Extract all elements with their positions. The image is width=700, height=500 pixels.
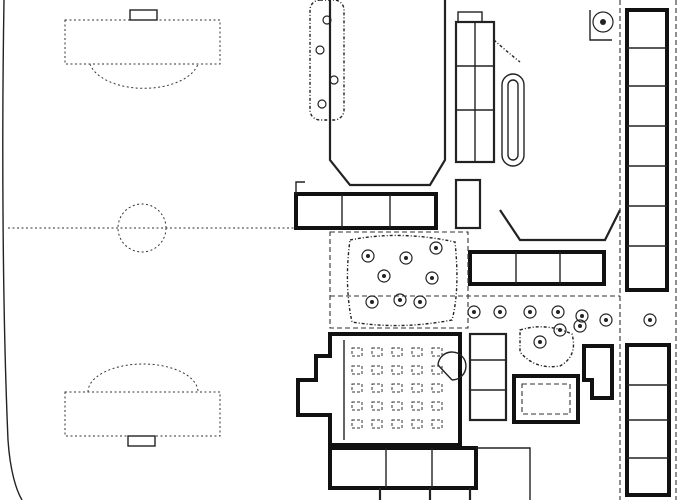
- tree-row-north: [309, 0, 345, 121]
- main-block: [294, 178, 482, 230]
- field-penalty-area-bottom: [64, 391, 221, 437]
- field-goal-top: [129, 9, 158, 21]
- assembly-hall-columns: [351, 347, 443, 429]
- hall-column: [431, 365, 443, 375]
- playing-field: [2, 0, 298, 500]
- tree: [425, 271, 439, 285]
- hall-column: [411, 419, 423, 429]
- tree: [329, 75, 339, 85]
- chapel-building: [512, 374, 580, 424]
- tree: [467, 305, 481, 319]
- hall-column: [391, 383, 403, 393]
- south-wing-building: [328, 446, 478, 490]
- hedge-planter: [493, 39, 521, 63]
- garden-hedge: [346, 234, 458, 327]
- hall-column: [351, 365, 363, 375]
- oval-planter-inner: [507, 79, 519, 161]
- garden-boundary: [329, 231, 469, 329]
- fountain-core: [600, 19, 606, 25]
- fountain-wall: [589, 10, 612, 41]
- tree: [377, 269, 391, 283]
- middle-wing-building: [468, 250, 606, 286]
- tree: [551, 305, 565, 319]
- middle-courtyard: [468, 209, 621, 286]
- field-center-circle: [117, 203, 167, 253]
- east-building-outline: [625, 8, 669, 292]
- east-building: [619, 0, 677, 500]
- hall-column: [411, 401, 423, 411]
- fountain: [592, 11, 614, 33]
- hall-column: [351, 347, 363, 357]
- chapel-inner: [521, 383, 571, 415]
- hall-column: [391, 419, 403, 429]
- hall-column: [371, 419, 383, 429]
- tree: [643, 313, 657, 327]
- main-block-building: [294, 192, 438, 230]
- spiral-stair: [437, 364, 453, 381]
- hall-column: [431, 383, 443, 393]
- tree: [523, 305, 537, 319]
- field-penalty-arc-top: [89, 63, 199, 89]
- hall-column: [371, 347, 383, 357]
- tree: [393, 293, 407, 307]
- hall-column: [411, 347, 423, 357]
- tree: [533, 335, 547, 349]
- hall-column: [431, 401, 443, 411]
- tree: [599, 313, 613, 327]
- hall-column: [351, 401, 363, 411]
- south-wing: [328, 446, 531, 500]
- tree: [317, 99, 327, 109]
- north-courtyard: [309, 0, 614, 187]
- tree: [413, 295, 427, 309]
- field-boundary-left: [2, 0, 23, 500]
- field-goal-bottom: [127, 435, 156, 447]
- hall-column: [391, 401, 403, 411]
- hall-column: [411, 383, 423, 393]
- stair-block: [454, 178, 482, 230]
- field-penalty-area-top: [64, 19, 221, 65]
- hall-column: [371, 383, 383, 393]
- tree: [361, 249, 375, 263]
- tree: [399, 251, 413, 265]
- courtyard-garden: [329, 231, 620, 329]
- south-service-path: [476, 447, 531, 500]
- hall-column: [351, 419, 363, 429]
- hall-column: [431, 419, 443, 429]
- north-entrance: [457, 11, 483, 23]
- southeast-buildings: [468, 326, 614, 424]
- tree: [573, 319, 587, 333]
- tree: [575, 309, 589, 323]
- hall-column: [371, 401, 383, 411]
- spiral-stair: [437, 351, 467, 381]
- hall-column: [351, 383, 363, 393]
- pavilion-building: [582, 344, 614, 400]
- tree: [493, 305, 507, 319]
- field-penalty-arc-bottom: [87, 363, 199, 393]
- hedge-southeast: [519, 326, 575, 368]
- tree: [315, 45, 325, 55]
- middle-court-outline: [499, 209, 621, 242]
- tree: [429, 241, 443, 255]
- hall-column: [411, 365, 423, 375]
- assembly-hall-outline: [296, 332, 462, 447]
- tree: [365, 295, 379, 309]
- oval-planter: [501, 73, 525, 167]
- service-building: [468, 332, 508, 422]
- hall-column: [431, 347, 443, 357]
- main-block-wing: [295, 181, 305, 194]
- assembly-hall: [296, 332, 467, 447]
- garden-trees: [361, 241, 657, 349]
- hall-column: [391, 365, 403, 375]
- hall-column: [391, 347, 403, 357]
- hall-column: [371, 365, 383, 375]
- north-court-outline: [328, 0, 447, 187]
